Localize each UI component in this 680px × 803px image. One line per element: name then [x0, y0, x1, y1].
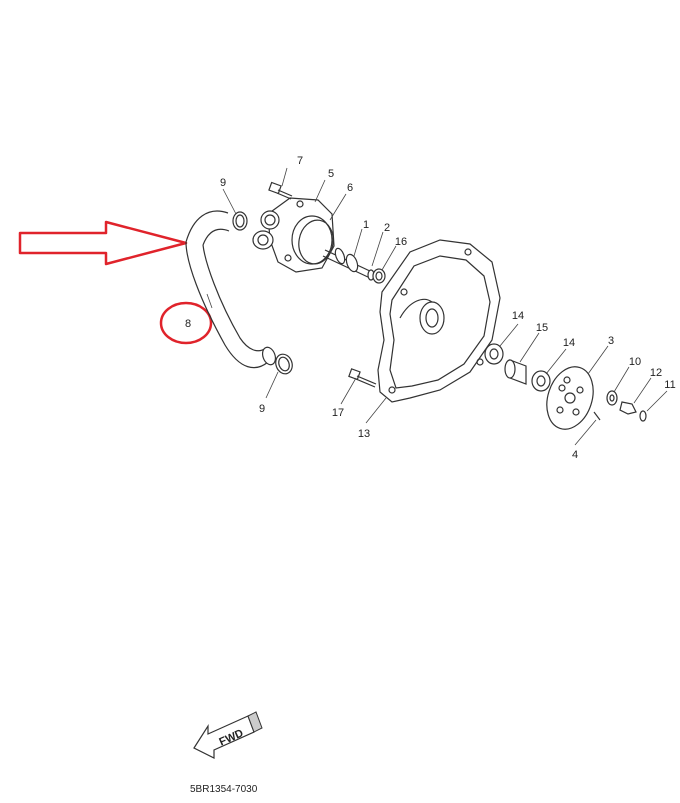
- label-part-8: 8: [185, 318, 191, 330]
- label-part-7: 7: [297, 155, 303, 167]
- label-part-13: 13: [358, 428, 370, 440]
- label-part-9-lower: 9: [259, 403, 265, 415]
- gear-pin: [593, 411, 601, 421]
- highlight-circle: [159, 301, 213, 345]
- hose-clamp-upper: [232, 211, 248, 231]
- label-part-3: 3: [608, 335, 614, 347]
- diagram-code: 5BR1354-7030: [190, 784, 258, 795]
- label-part-14-left: 14: [512, 310, 524, 322]
- label-part-12: 12: [650, 367, 662, 379]
- label-part-14-right: 14: [563, 337, 575, 349]
- fwd-arrow: FWD: [193, 711, 263, 759]
- cover-bolt: [268, 181, 293, 200]
- label-part-5: 5: [328, 168, 334, 180]
- oil-seal: [372, 268, 386, 284]
- crankcase-cover: [377, 239, 501, 403]
- water-hose: [185, 210, 277, 369]
- label-part-11: 11: [664, 379, 675, 391]
- label-part-2: 2: [384, 222, 390, 234]
- label-part-6: 6: [347, 182, 353, 194]
- label-part-17: 17: [332, 407, 344, 419]
- leader-lines: [206, 167, 668, 446]
- label-part-9-upper: 9: [220, 177, 226, 189]
- bearing-left: [484, 343, 504, 365]
- pump-cover: [252, 197, 335, 273]
- circlip: [639, 410, 647, 422]
- o-ring: [298, 219, 334, 265]
- drive-gear: [546, 366, 594, 430]
- bearing-right: [531, 370, 551, 392]
- impeller-shaft: [322, 247, 375, 281]
- crankcase-bolt: [348, 368, 377, 388]
- label-part-1: 1: [363, 219, 369, 231]
- washer: [606, 390, 618, 406]
- hose-clamp-lower: [275, 353, 293, 375]
- highlight-arrow: [18, 220, 188, 266]
- label-part-16: 16: [395, 236, 407, 248]
- label-part-15: 15: [536, 322, 548, 334]
- collar: [504, 359, 527, 385]
- label-part-10: 10: [629, 356, 641, 368]
- nut: [619, 401, 637, 415]
- label-part-4: 4: [572, 449, 578, 461]
